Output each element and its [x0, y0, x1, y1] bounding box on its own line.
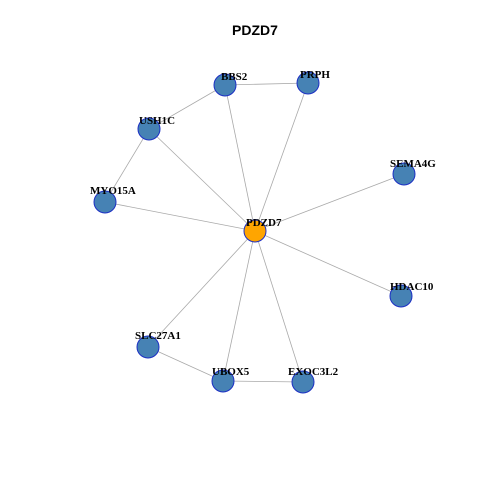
- node-prph: [296, 71, 320, 95]
- edge-hdac10-pdzd7: [254, 230, 402, 297]
- node-sema4g: [392, 162, 416, 186]
- edge-myo15a-pdzd7: [104, 201, 256, 232]
- node-pdzd7: [243, 219, 267, 243]
- edge-ubox5-exoc3l2: [222, 380, 304, 383]
- nodes-layer: [93, 71, 416, 394]
- edge-sema4g-pdzd7: [254, 173, 405, 232]
- node-label-pdzd7: PDZD7: [246, 217, 282, 229]
- node-label-slc27a1: SLC27A1: [135, 330, 181, 342]
- node-label-prph: PRPH: [300, 69, 330, 81]
- node-hdac10: [389, 284, 413, 308]
- edge-ush1c-pdzd7: [148, 128, 256, 232]
- diagram-title: PDZD7: [232, 22, 278, 38]
- node-exoc3l2: [291, 370, 315, 394]
- node-myo15a: [93, 190, 117, 214]
- edge-exoc3l2-pdzd7: [254, 230, 304, 383]
- node-label-hdac10: HDAC10: [390, 281, 434, 293]
- node-slc27a1: [136, 335, 160, 359]
- edge-slc27a1-pdzd7: [147, 230, 256, 348]
- edge-bbs2-pdzd7: [224, 84, 256, 232]
- edge-prph-pdzd7: [254, 82, 309, 232]
- node-label-bbs2: BBS2: [221, 71, 248, 83]
- edge-ubox5-pdzd7: [222, 230, 256, 382]
- edge-bbs2-prph: [224, 82, 309, 86]
- node-bbs2: [213, 73, 237, 97]
- labels-layer: PDZD7 BBS2 PRPH USH1C SEMA4G MYO15A HDAC10SLC2…: [90, 69, 436, 378]
- edge-ush1c-myo15a: [104, 128, 150, 203]
- node-label-ubox5: UBOX5: [212, 366, 250, 378]
- node-label-exoc3l2: EXOC3L2: [288, 366, 339, 378]
- node-label-ush1c: USH1C: [139, 115, 175, 127]
- node-label-sema4g: SEMA4G: [390, 158, 436, 170]
- node-ush1c: [137, 117, 161, 141]
- node-ubox5: [211, 369, 235, 393]
- node-label-myo15a: MYO15A: [90, 185, 136, 197]
- edges-layer: [104, 82, 405, 383]
- edge-ush1c-bbs2: [148, 84, 226, 130]
- edge-slc27a1-ubox5: [147, 346, 224, 382]
